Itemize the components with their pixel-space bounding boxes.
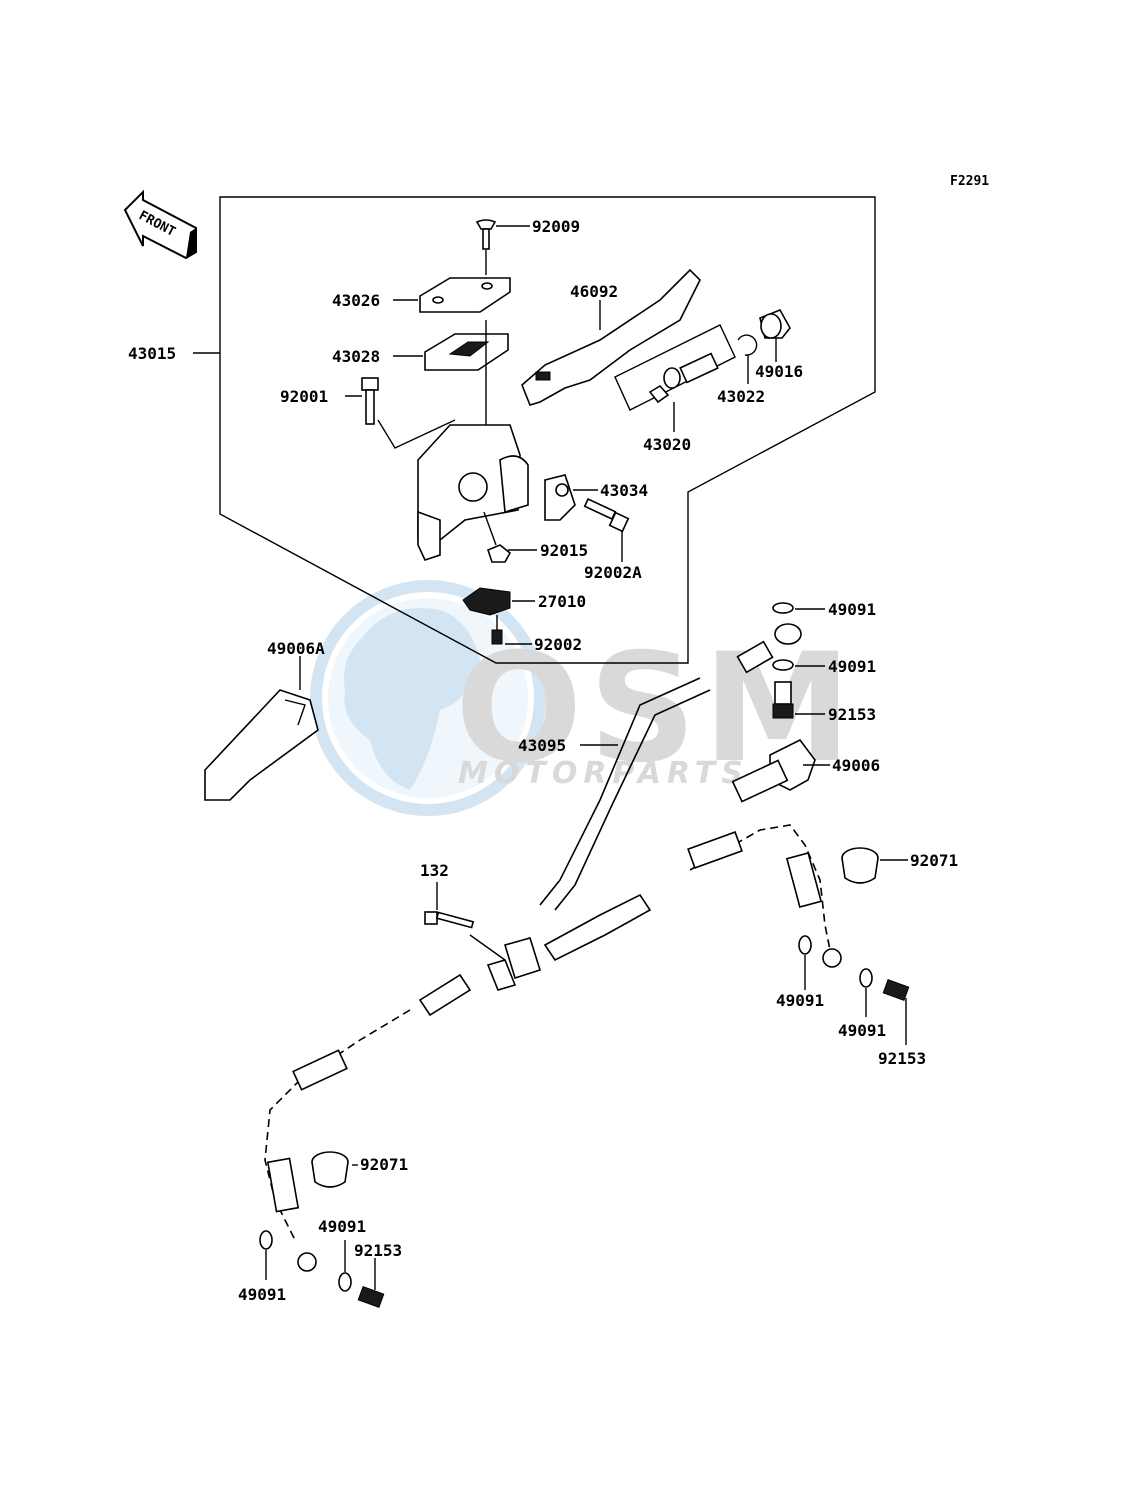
part-92153-bolt-top — [772, 681, 794, 719]
callout-43022: 43022 — [717, 387, 765, 406]
part-43026-reservoir-cap — [419, 277, 511, 313]
callout-49091-e: 49091 — [318, 1217, 366, 1236]
callout-43034: 43034 — [600, 481, 648, 500]
watermark-tagline: MOTORPARTS — [458, 756, 749, 791]
part-49091-washer-top — [772, 602, 794, 614]
front-direction-arrow-icon: FRONT — [123, 189, 197, 260]
callout-49006A: 49006A — [267, 639, 325, 658]
part-49091-washer-2 — [772, 659, 794, 671]
globe-icon — [310, 580, 546, 816]
callout-27010: 27010 — [538, 592, 586, 611]
callout-43015: 43015 — [128, 344, 176, 363]
callout-92071-a: 92071 — [910, 851, 958, 870]
part-banjo-top — [736, 623, 802, 674]
part-92002A-bolt — [583, 497, 630, 533]
callout-92153-a: 92153 — [828, 705, 876, 724]
part-49006-cap — [731, 738, 816, 803]
part-92071-grommet-right — [841, 847, 879, 884]
callout-92001: 92001 — [280, 387, 328, 406]
figure-code: F2291 — [950, 174, 989, 189]
callout-92153-c: 92153 — [354, 1241, 402, 1260]
part-43020-piston-kit — [614, 324, 736, 411]
part-92002-screw — [491, 629, 503, 645]
callout-49091-a: 49091 — [828, 600, 876, 619]
callout-43095: 43095 — [518, 736, 566, 755]
watermark: OSM MOTORPARTS — [310, 580, 852, 816]
part-49016-boot — [759, 308, 791, 339]
part-43095-brake-hose — [539, 677, 711, 911]
assembly-frame — [219, 196, 876, 664]
callout-92153-b: 92153 — [878, 1049, 926, 1068]
part-master-cylinder-body — [417, 424, 529, 561]
part-92015-nut — [487, 544, 512, 563]
callout-49091-d: 49091 — [838, 1021, 886, 1040]
callout-92002A: 92002A — [584, 563, 642, 582]
callout-43026: 43026 — [332, 291, 380, 310]
callout-46092: 46092 — [570, 282, 618, 301]
part-43022-circlip — [737, 334, 758, 356]
callout-92009: 92009 — [532, 217, 580, 236]
part-43028-diaphragm — [424, 333, 509, 371]
part-92009-screw — [475, 219, 497, 250]
callout-43028: 43028 — [332, 347, 380, 366]
part-3way-joint — [486, 937, 542, 991]
callout-49091-c: 49091 — [776, 991, 824, 1010]
callout-92015: 92015 — [540, 541, 588, 560]
callout-labels: 92009 43026 46092 43015 43028 49016 9200… — [128, 217, 958, 1304]
part-49006A-guard — [204, 689, 319, 801]
callout-43020: 43020 — [643, 435, 691, 454]
callout-132: 132 — [420, 861, 449, 880]
callout-49091-b: 49091 — [828, 657, 876, 676]
part-132-bolt — [424, 911, 475, 929]
callout-49016: 49016 — [755, 362, 803, 381]
part-27010-brake-switch — [462, 587, 511, 616]
callout-49006: 49006 — [832, 756, 880, 775]
part-92071-grommet-left — [311, 1151, 349, 1188]
callout-92071-b: 92071 — [360, 1155, 408, 1174]
callout-92002: 92002 — [534, 635, 582, 654]
part-hose-left — [264, 973, 472, 1272]
part-92001-bolt — [361, 377, 379, 425]
leader-lines — [193, 225, 908, 1290]
part-43034-clamp — [544, 474, 576, 521]
part-46092-brake-lever — [521, 268, 701, 406]
part-hose-right — [543, 824, 842, 968]
callout-49091-f: 49091 — [238, 1285, 286, 1304]
part-lower-washers-bolts — [259, 935, 910, 1308]
